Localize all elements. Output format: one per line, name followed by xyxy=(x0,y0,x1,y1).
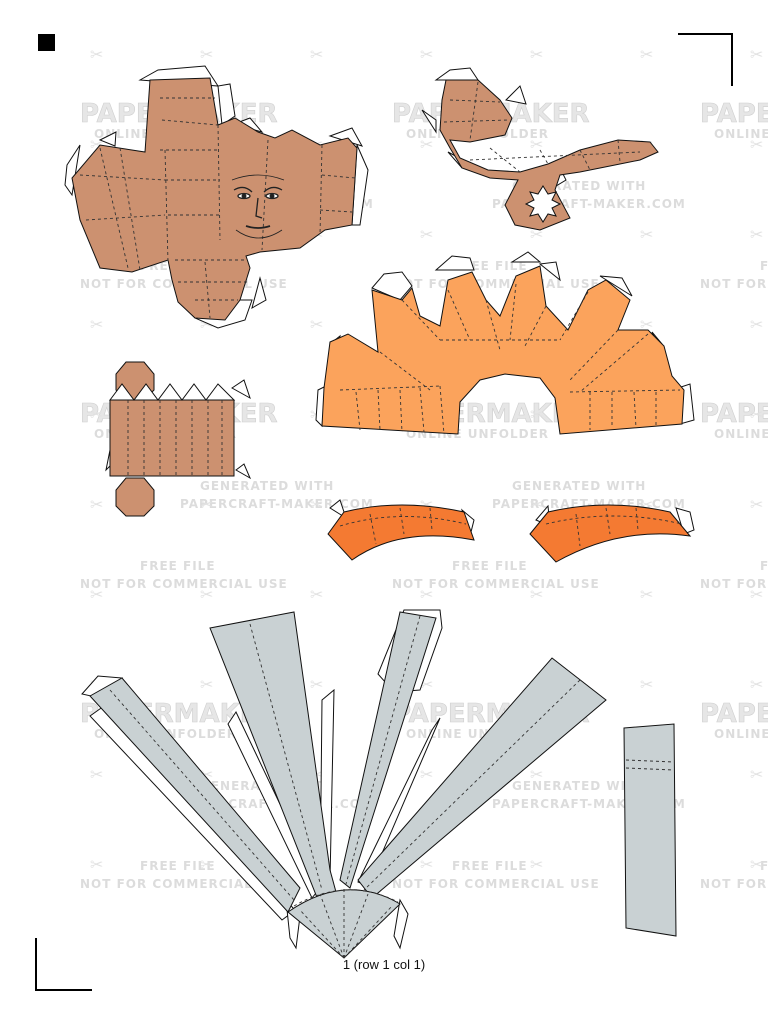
pants-piece xyxy=(81,609,677,959)
watermark-license: NOT FOR COMMERCIAL USE xyxy=(700,277,768,291)
scissors-icon: ✂ xyxy=(530,135,543,154)
scissors-icon: ✂ xyxy=(90,765,103,784)
watermark-free: FREE FILE xyxy=(760,559,768,573)
scissors-icon: ✂ xyxy=(90,495,103,514)
scissors-icon: ✂ xyxy=(420,225,433,244)
scissors-icon: ✂ xyxy=(420,855,433,874)
scissors-icon: ✂ xyxy=(310,675,323,694)
watermark-free: FREE FILE xyxy=(140,559,216,573)
sleeve-bands xyxy=(327,499,695,563)
watermark-free: FREE FILE xyxy=(140,859,216,873)
scissors-icon: ✂ xyxy=(420,45,433,64)
corner-mark-top-right xyxy=(678,33,733,86)
scissors-icon: ✂ xyxy=(90,405,103,424)
watermark-logo: PAPERMAKER xyxy=(700,99,768,129)
scissors-icon: ✂ xyxy=(530,405,543,424)
watermark-url: PAPERCRAFT-MAKER.COM xyxy=(180,497,374,511)
watermark-generated: GENERATED WITH xyxy=(200,479,334,493)
scissors-icon: ✂ xyxy=(750,135,763,154)
scissors-icon: ✂ xyxy=(420,765,433,784)
scissors-icon: ✂ xyxy=(750,585,763,604)
watermark-free: FREE FILE xyxy=(452,859,528,873)
scissors-icon: ✂ xyxy=(310,315,323,334)
head-piece xyxy=(64,65,369,329)
scissors-icon: ✂ xyxy=(310,585,323,604)
scissors-icon: ✂ xyxy=(420,135,433,154)
scissors-icon: ✂ xyxy=(310,45,323,64)
watermark-subtitle: ONLINE UNFOLDER xyxy=(714,427,768,441)
page-caption: 1 (row 1 col 1) xyxy=(342,957,426,972)
scissors-icon: ✂ xyxy=(640,225,653,244)
collar-piece xyxy=(421,67,659,231)
scissors-icon: ✂ xyxy=(530,855,543,874)
scissors-icon: ✂ xyxy=(310,495,323,514)
scissors-icon: ✂ xyxy=(90,45,103,64)
watermark-free: FREE FILE xyxy=(452,559,528,573)
scissors-icon: ✂ xyxy=(750,315,763,334)
scissors-icon: ✂ xyxy=(640,675,653,694)
watermark-subtitle: ONLINE UNFOLDER xyxy=(714,727,768,741)
watermark-logo: PAPERMAKER xyxy=(700,399,768,429)
corner-mark-bottom-left xyxy=(35,938,92,991)
watermark-license: NOT FOR COMMERCIAL USE xyxy=(80,577,288,591)
scissors-icon: ✂ xyxy=(530,765,543,784)
scissors-icon: ✂ xyxy=(750,765,763,784)
arm-piece xyxy=(105,361,252,517)
watermark-generated: GENERATED WITH xyxy=(512,779,646,793)
scissors-icon: ✂ xyxy=(750,45,763,64)
watermark-free: FREE FILE xyxy=(760,859,768,873)
watermark-license: NOT FOR COMMERCIAL USE xyxy=(392,277,600,291)
scissors-icon: ✂ xyxy=(640,585,653,604)
scissors-icon: ✂ xyxy=(530,585,543,604)
watermark-generated: GENERATED WITH xyxy=(512,479,646,493)
scissors-icon: ✂ xyxy=(90,315,103,334)
scissors-icon: ✂ xyxy=(200,675,213,694)
belt-strip xyxy=(623,723,677,937)
scissors-icon: ✂ xyxy=(640,315,653,334)
scissors-icon: ✂ xyxy=(530,45,543,64)
watermark-license: NOT FOR COMMERCIAL USE xyxy=(700,577,768,591)
scissors-icon: ✂ xyxy=(750,405,763,424)
watermark-license: NOT FOR COMMERCIAL USE xyxy=(700,877,768,891)
scissors-icon: ✂ xyxy=(750,855,763,874)
scissors-icon: ✂ xyxy=(640,45,653,64)
scissors-icon: ✂ xyxy=(200,45,213,64)
watermark-logo: PAPERMAKER xyxy=(700,699,768,729)
watermark-free: FREE FILE xyxy=(760,259,768,273)
scissors-icon: ✂ xyxy=(200,495,213,514)
face-drawing xyxy=(231,174,285,239)
scissors-icon: ✂ xyxy=(90,585,103,604)
scissors-icon: ✂ xyxy=(200,855,213,874)
star-cutout xyxy=(524,185,562,223)
watermark-license: NOT FOR COMMERCIAL USE xyxy=(392,577,600,591)
scissors-icon: ✂ xyxy=(750,225,763,244)
scissors-icon: ✂ xyxy=(750,675,763,694)
scissors-icon: ✂ xyxy=(750,495,763,514)
scissors-icon: ✂ xyxy=(420,585,433,604)
scissors-icon: ✂ xyxy=(200,585,213,604)
watermark-license: NOT FOR COMMERCIAL USE xyxy=(392,877,600,891)
shirt-piece xyxy=(315,251,695,435)
watermark-license: NOT FOR COMMERCIAL USE xyxy=(80,877,288,891)
registration-square xyxy=(38,34,55,51)
scissors-icon: ✂ xyxy=(90,855,103,874)
watermark-subtitle: ONLINE UNFOLDER xyxy=(714,127,768,141)
scissors-icon: ✂ xyxy=(530,495,543,514)
left-sleeve-band xyxy=(327,504,475,561)
